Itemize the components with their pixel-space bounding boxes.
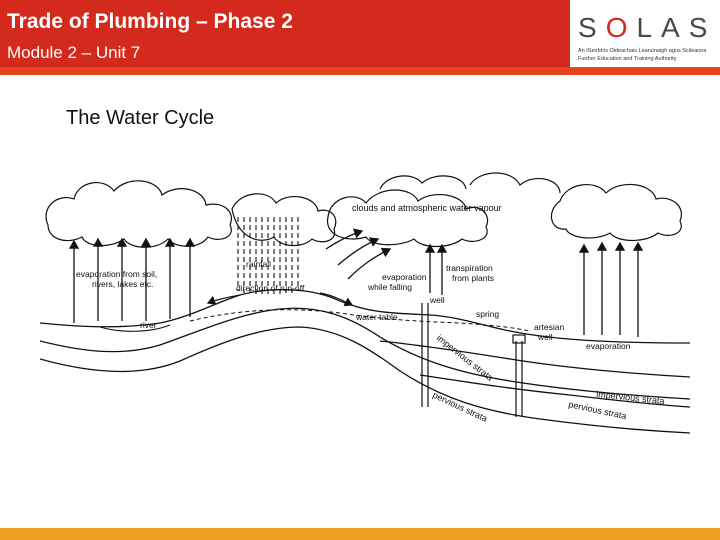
solas-logo: SOLAS An tSeirbhís Oideachais Leanúnaigh… — [578, 6, 718, 64]
evaporation-falling-arrows — [325, 228, 392, 280]
label-evaporation-right: evaporation — [586, 341, 631, 351]
rainfall-lines — [237, 217, 299, 295]
label-impervious-right: impervious strata — [596, 389, 665, 406]
well-shaft — [421, 303, 429, 407]
label-artesian-2: well — [537, 332, 553, 342]
artesian-well-shaft — [512, 334, 526, 417]
water-table-line — [189, 309, 531, 332]
logo-wordmark: SOLAS — [578, 12, 717, 43]
evaporation-arrows-left — [68, 237, 196, 323]
river — [99, 324, 171, 332]
label-well: well — [429, 295, 445, 305]
water-cycle-diagram: clouds and atmospheric water vapour evap… — [40, 172, 690, 434]
header-bar: Trade of Plumbing – Phase 2 Module 2 – U… — [0, 0, 570, 67]
label-runoff: direction of run-off — [236, 283, 305, 293]
label-clouds: clouds and atmospheric water vapour — [352, 203, 502, 213]
label-pervious-right: pervious strata — [568, 399, 628, 421]
evaporation-arrows-right — [578, 241, 644, 337]
label-transpiration-2: from plants — [452, 273, 494, 283]
label-spring: spring — [476, 309, 499, 319]
label-river: river — [140, 320, 157, 330]
label-evaporation-falling-2: while falling — [367, 282, 412, 292]
transpiration-arrows — [424, 243, 448, 295]
footer-bar — [0, 528, 720, 540]
label-evaporation-falling-1: evaporation — [382, 272, 427, 282]
label-artesian-1: artesian — [534, 322, 565, 332]
header-stripe — [0, 67, 720, 75]
module-subtitle: Module 2 – Unit 7 — [7, 43, 141, 62]
label-rainfall: rainfall — [246, 259, 271, 269]
label-evaporation-soil-1: evaporation from soil, — [76, 269, 157, 279]
cloud-right — [550, 183, 682, 242]
module-title: Trade of Plumbing – Phase 2 — [7, 10, 293, 33]
label-evaporation-soil-2: rivers, lakes etc. — [92, 279, 153, 289]
terrain — [40, 288, 690, 434]
label-impervious-left: impervious strata — [435, 333, 495, 383]
label-water-table: water table — [355, 312, 398, 322]
slide-title: The Water Cycle — [66, 107, 215, 129]
logo-tagline-english: Further Education and Training Authority — [578, 56, 677, 62]
logo-tagline-irish: An tSeirbhís Oideachais Leanúnaigh agus … — [578, 48, 707, 54]
label-transpiration-1: transpiration — [446, 263, 493, 273]
